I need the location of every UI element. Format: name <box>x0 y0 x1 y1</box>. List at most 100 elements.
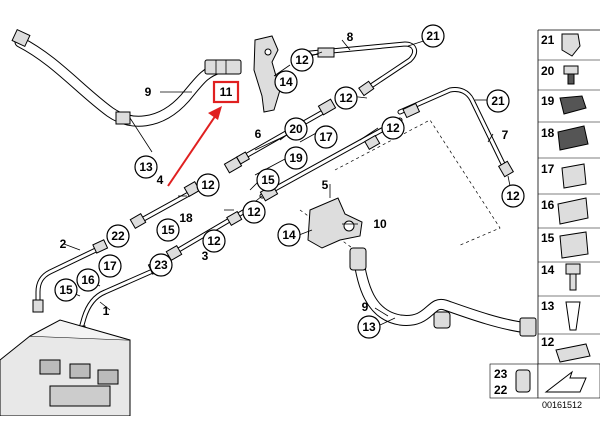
diagram-id: 00161512 <box>542 400 582 410</box>
svg-text:19: 19 <box>289 151 303 165</box>
callout-16: 16 <box>76 268 100 292</box>
callout-14-lower: 14 <box>277 223 301 247</box>
svg-text:19: 19 <box>541 94 555 108</box>
callout-19: 19 <box>284 146 308 170</box>
svg-text:15: 15 <box>261 173 275 187</box>
svg-text:12: 12 <box>201 178 215 192</box>
red-arrow <box>167 106 222 187</box>
label-8: 8 <box>347 30 354 44</box>
svg-text:12: 12 <box>506 189 520 203</box>
sidebar-item-12: 12 <box>538 335 600 365</box>
sidebar-item-16: 16 <box>538 197 600 229</box>
callout-13-top: 13 <box>134 155 158 179</box>
svg-text:14: 14 <box>279 75 293 89</box>
label-3: 3 <box>202 249 209 263</box>
label-2: 2 <box>60 237 67 251</box>
sidebar-item-23-22: 23 22 <box>489 363 539 399</box>
label-5: 5 <box>322 178 329 192</box>
callout-12-top: 12 <box>290 48 314 72</box>
svg-text:17: 17 <box>541 162 555 176</box>
brake-hose-lower <box>349 247 537 337</box>
callout-12-lower: 12 <box>202 229 226 253</box>
highlight-part-11: 11 <box>212 80 240 104</box>
callout-17-lower: 17 <box>98 254 122 278</box>
svg-text:14: 14 <box>282 228 296 242</box>
svg-text:23: 23 <box>154 258 168 272</box>
svg-text:20: 20 <box>541 64 555 78</box>
label-4: 4 <box>157 173 164 187</box>
callout-12-center: 12 <box>242 200 266 224</box>
sidebar-item-18: 18 <box>538 125 600 159</box>
sidebar-arrow-icon <box>537 363 600 399</box>
svg-text:20: 20 <box>289 122 303 136</box>
callout-12-right: 12 <box>501 184 525 208</box>
dashed-guides <box>299 119 501 251</box>
svg-text:22: 22 <box>494 383 508 397</box>
svg-text:12: 12 <box>339 91 353 105</box>
svg-text:12: 12 <box>207 234 221 248</box>
svg-text:21: 21 <box>426 29 440 43</box>
svg-text:15: 15 <box>59 283 73 297</box>
brake-line-8 <box>297 41 418 97</box>
svg-text:12: 12 <box>386 121 400 135</box>
svg-text:16: 16 <box>81 273 95 287</box>
brake-hose-upper <box>11 28 242 127</box>
sidebar-item-15: 15 <box>538 231 600 263</box>
callout-21-right: 21 <box>486 89 510 113</box>
callout-17-upper: 17 <box>314 125 338 149</box>
brake-line-2 <box>32 239 109 313</box>
svg-text:18: 18 <box>541 126 555 140</box>
brake-line-6 <box>223 98 337 174</box>
sidebar-item-14: 14 <box>538 263 600 297</box>
svg-text:12: 12 <box>295 53 309 67</box>
abs-unit <box>0 319 131 417</box>
svg-text:23: 23 <box>494 367 508 381</box>
brake-line-7 <box>397 87 515 178</box>
svg-text:21: 21 <box>491 94 505 108</box>
svg-text:16: 16 <box>541 198 555 212</box>
brake-line-4 <box>129 180 201 230</box>
label-7: 7 <box>502 128 509 142</box>
sidebar-item-21: 21 <box>538 33 600 61</box>
callout-15-mid: 15 <box>256 168 280 192</box>
callout-15-left: 15 <box>54 278 78 302</box>
parts-sidebar: 21 20 19 18 17 16 <box>489 29 600 399</box>
bracket-upper <box>253 35 281 113</box>
svg-text:17: 17 <box>103 259 117 273</box>
brake-line-5 <box>259 117 403 202</box>
sidebar-item-17: 17 <box>538 162 600 195</box>
sidebar-item-20: 20 <box>538 64 600 91</box>
svg-text:13: 13 <box>139 160 153 174</box>
callout-23: 23 <box>149 253 173 277</box>
svg-text:15: 15 <box>161 223 175 237</box>
callout-22: 22 <box>106 224 130 248</box>
callout-15-lower: 15 <box>156 218 180 242</box>
label-1: 1 <box>103 304 110 318</box>
callout-20: 20 <box>284 117 308 141</box>
svg-text:21: 21 <box>541 33 555 47</box>
label-6: 6 <box>255 127 262 141</box>
callout-13-lower: 13 <box>357 315 381 339</box>
label-9-bottom: 9 <box>362 300 369 314</box>
svg-text:17: 17 <box>319 130 333 144</box>
sidebar-item-13: 13 <box>538 299 600 335</box>
highlight-label: 11 <box>220 85 233 99</box>
callout-21-top: 21 <box>421 24 445 48</box>
svg-text:15: 15 <box>541 231 555 245</box>
svg-text:12: 12 <box>247 205 261 219</box>
label-18: 18 <box>179 211 193 225</box>
bracket-lower <box>307 197 363 249</box>
callout-12-mid: 12 <box>196 173 220 197</box>
callout-12-upper-right: 12 <box>381 116 405 140</box>
sidebar-item-19: 19 <box>538 94 600 123</box>
svg-text:13: 13 <box>541 299 555 313</box>
callout-14-top: 14 <box>274 70 298 94</box>
svg-text:22: 22 <box>111 229 125 243</box>
svg-text:12: 12 <box>541 335 555 349</box>
callout-12-mid-right: 12 <box>334 86 358 110</box>
label-9-top: 9 <box>145 85 152 99</box>
svg-text:13: 13 <box>362 320 376 334</box>
label-10: 10 <box>373 217 387 231</box>
